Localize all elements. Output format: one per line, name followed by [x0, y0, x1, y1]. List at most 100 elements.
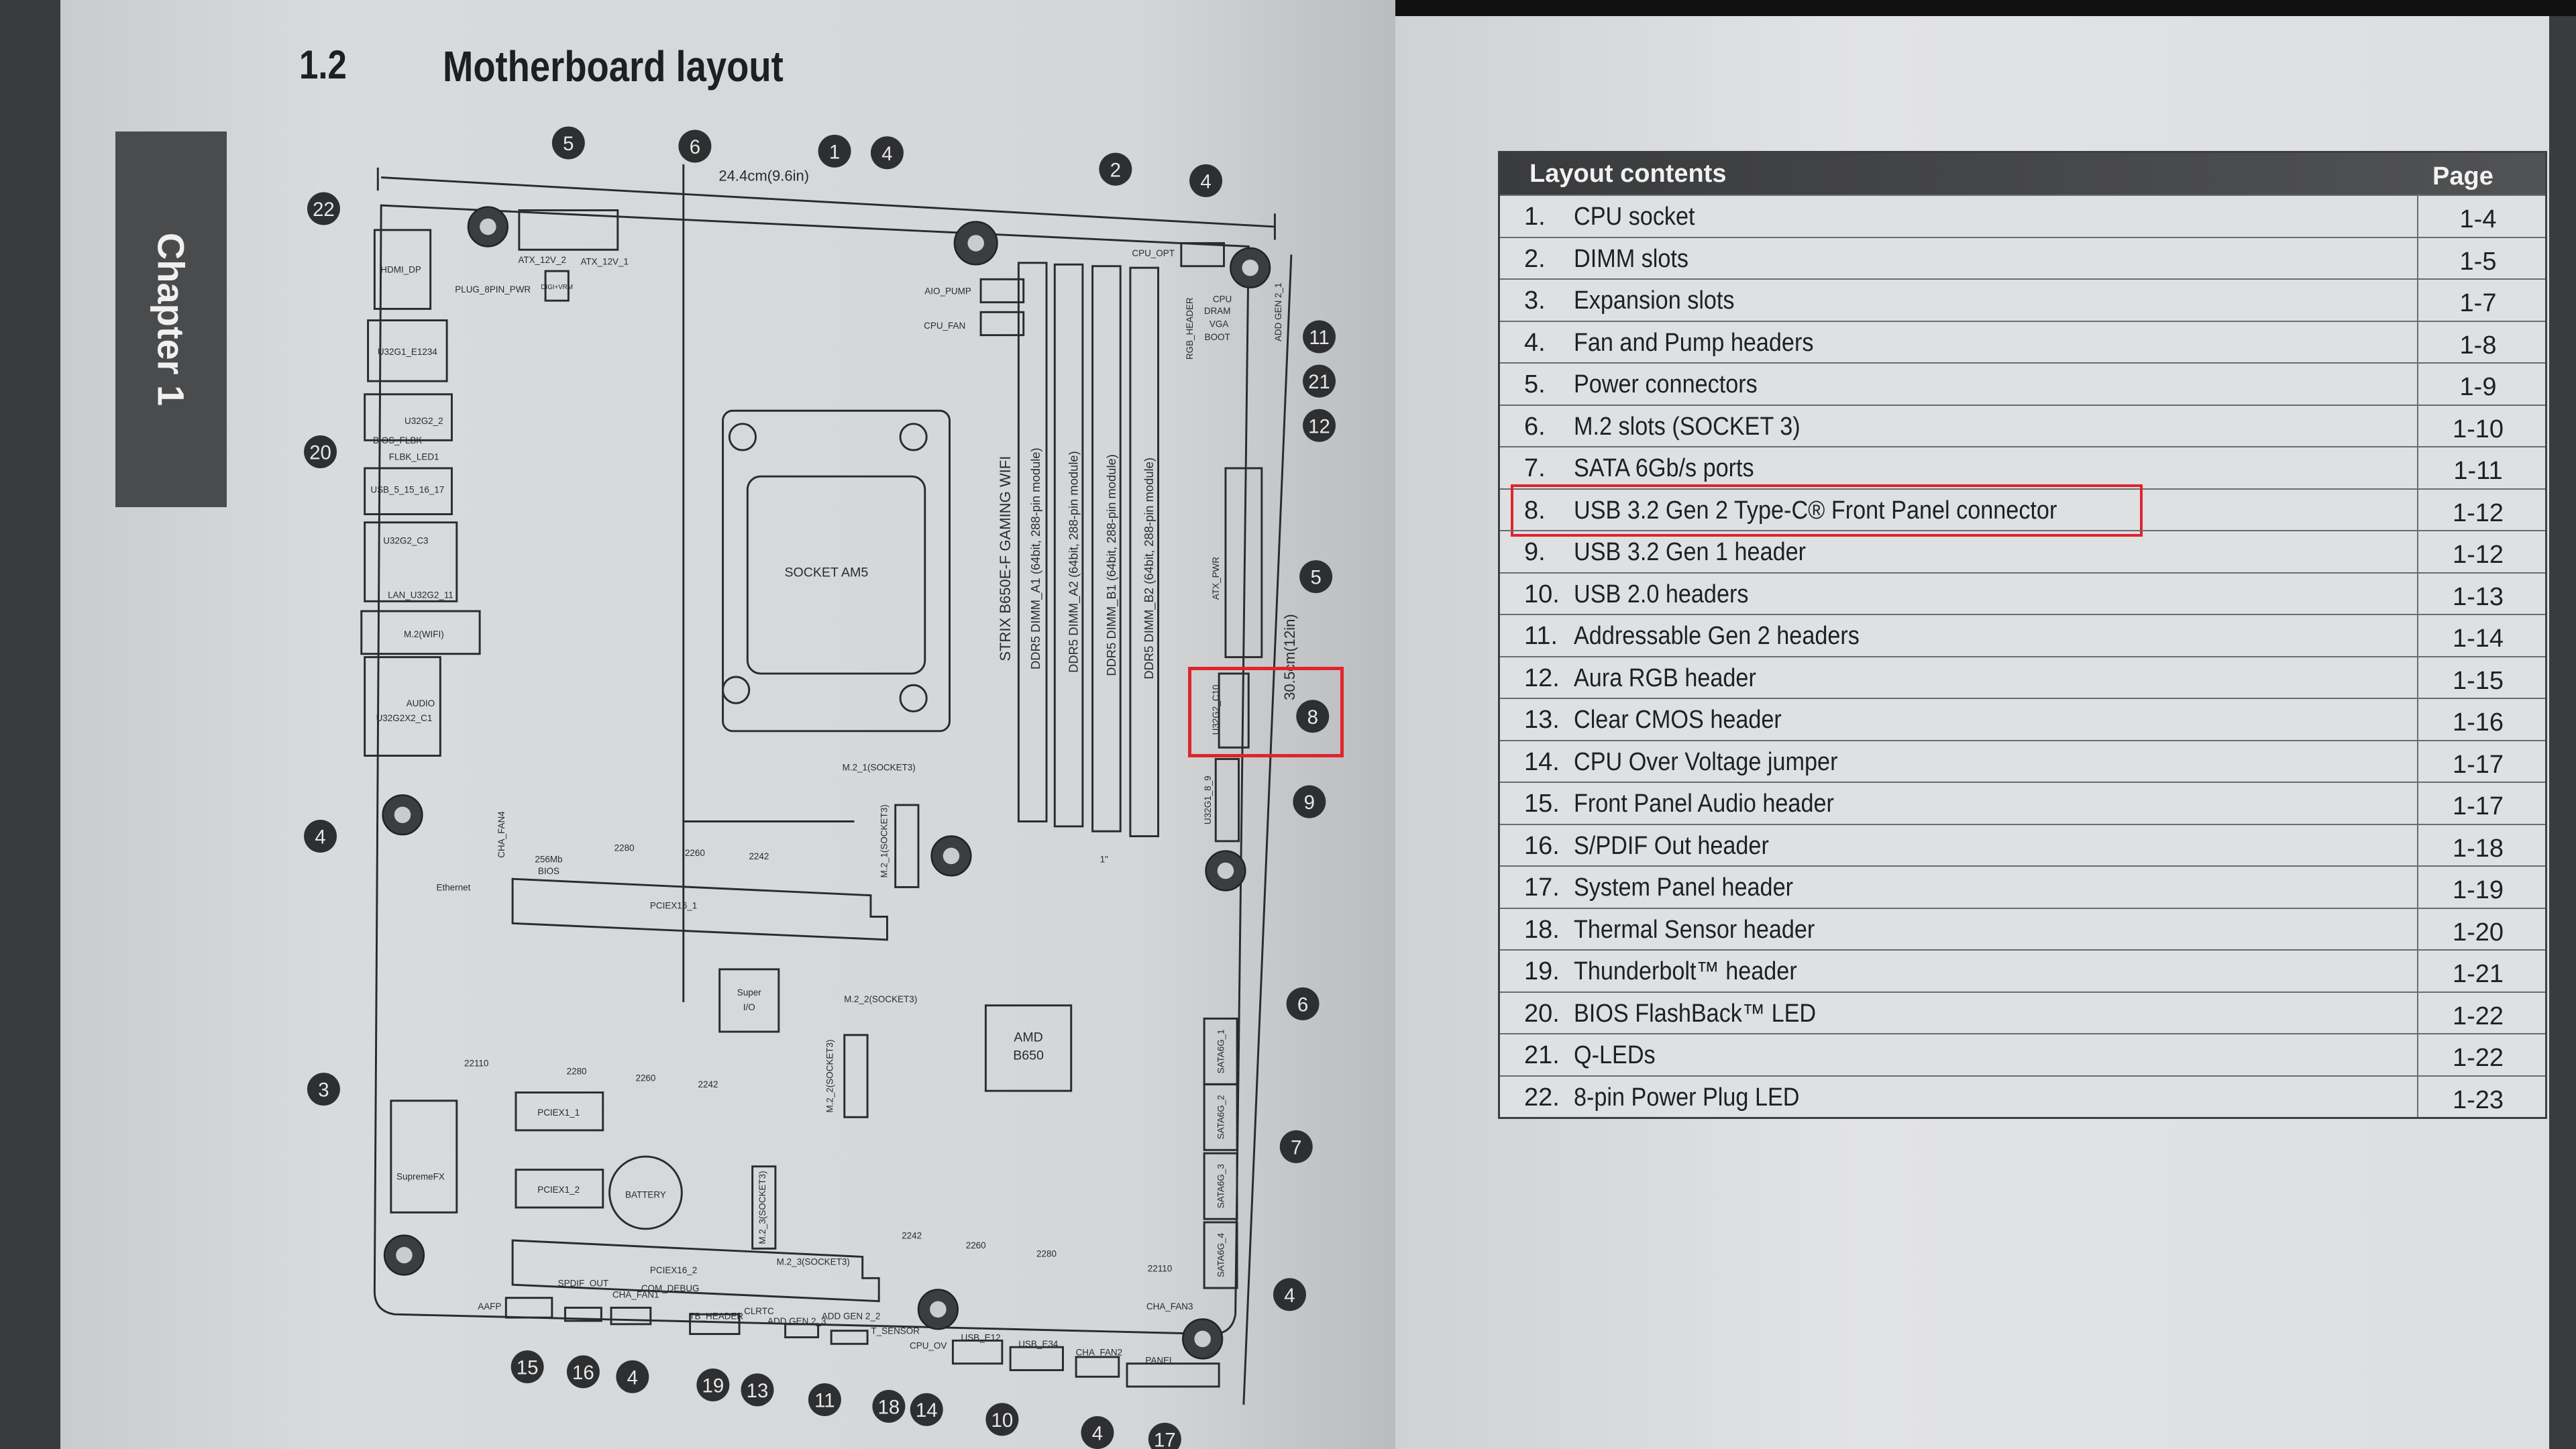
row-number: 17. [1524, 873, 1560, 902]
board-component-label: HDMI_DP [380, 265, 421, 275]
row-page: 1-7 [2417, 280, 2538, 321]
row-label: DIMM slots [1574, 244, 1688, 273]
board-component-label: DDR5 DIMM_A1 (64bit, 288-pin module) [1028, 447, 1043, 669]
row-page: 1-20 [2417, 908, 2538, 949]
board-component-label: CHA_FAN4 [496, 811, 506, 858]
callout-circle [870, 136, 904, 170]
callout-circle [808, 1383, 841, 1417]
row-number: 12. [1524, 663, 1560, 692]
row-number: 2. [1524, 244, 1546, 273]
callout-marker: 6 [678, 129, 712, 163]
row-number: 22. [1524, 1083, 1560, 1112]
callout-marker: 4 [616, 1360, 649, 1393]
callout-number: 14 [916, 1399, 938, 1421]
board-component-label: STRIX B650E-F GAMING WIFI [997, 456, 1014, 661]
board-component-label: FLBK_LED1 [389, 452, 439, 462]
row-number: 4. [1524, 328, 1546, 357]
row-number: 14. [1524, 747, 1560, 776]
callout-number: 19 [702, 1375, 724, 1397]
board-component-label: M.2(WIFI) [404, 629, 444, 639]
board-component-label: SATA6G_2 [1216, 1095, 1226, 1139]
section-number: 1.2 [299, 42, 347, 87]
callout-circle [1296, 700, 1330, 733]
row-page: 1-5 [2417, 237, 2538, 278]
callout-marker: 4 [1081, 1416, 1114, 1449]
board-component-label: ADD GEN 2_2 [822, 1311, 880, 1322]
row-page: 1-22 [2417, 1034, 2538, 1075]
callout-circle [616, 1360, 649, 1393]
board-component-label: I/O [743, 1002, 755, 1012]
callout-circle [1286, 987, 1320, 1020]
callout-circle [304, 820, 337, 853]
board-component-label: PCIEX1_1 [537, 1108, 580, 1118]
row-number: 5. [1524, 370, 1546, 398]
callout-number: 5 [563, 133, 574, 155]
row-page: 1-17 [2417, 783, 2538, 824]
row-label: Fan and Pump headers [1574, 328, 1814, 357]
board-component-label: M.2_3(SOCKET3) [777, 1257, 850, 1267]
row-number: 19. [1524, 957, 1560, 985]
board-component-label: ATX_PWR [1211, 557, 1221, 600]
board-component-label: DDR5 DIMM_B2 (64bit, 288-pin module) [1142, 458, 1157, 680]
row-number: 7. [1524, 454, 1546, 482]
callout-marker: 9 [1293, 785, 1326, 818]
board-component-label: U32G2_2 [405, 416, 443, 426]
row-number: 8. [1524, 496, 1546, 525]
callout-circle [818, 134, 851, 168]
board-component-label: DDR5 DIMM_A2 (64bit, 288-pin module) [1067, 451, 1081, 673]
board-component-label: TB_HEADER [689, 1311, 743, 1322]
board-component-label: AMD [1014, 1030, 1043, 1045]
callout-number: 22 [313, 199, 335, 221]
row-number: 6. [1524, 412, 1546, 441]
board-component-label: USB_E34 [1018, 1339, 1059, 1349]
callout-marker: 4 [1273, 1278, 1306, 1311]
callout-marker: 15 [511, 1350, 544, 1384]
row-label: System Panel header [1574, 873, 1793, 902]
callout-number: 4 [1092, 1423, 1103, 1445]
row-page: 1-15 [2417, 657, 2538, 698]
callout-circle [307, 192, 340, 225]
row-label: 8-pin Power Plug LED [1574, 1083, 1800, 1112]
row-page: 1-21 [2417, 951, 2538, 991]
row-number: 9. [1524, 538, 1546, 566]
row-number: 10. [1524, 580, 1560, 608]
board-component-label: COM_DEBUG [641, 1283, 700, 1293]
callout-circle [1293, 785, 1326, 818]
row-number: 18. [1524, 915, 1560, 944]
callout-number: 8 [1307, 706, 1318, 729]
board-component-label: RGB_HEADER [1185, 297, 1195, 360]
row-label: CPU Over Voltage jumper [1574, 747, 1838, 776]
callout-marker: 4 [304, 820, 337, 853]
board-component-label: AUDIO [407, 698, 435, 708]
row-number: 21. [1524, 1041, 1560, 1069]
callout-number: 4 [315, 826, 325, 849]
callout-circle [1303, 320, 1336, 354]
callout-marker: 16 [566, 1355, 600, 1389]
board-component-label: M.2_3(SOCKET3) [757, 1171, 767, 1244]
callout-marker: 14 [910, 1393, 943, 1426]
board-component-label: CPU_OPT [1132, 248, 1175, 258]
row-page: 1-11 [2417, 447, 2538, 488]
board-component-label: 2280 [567, 1067, 587, 1077]
board-component-label: M.2_1(SOCKET3) [879, 804, 889, 877]
row-label: Addressable Gen 2 headers [1574, 622, 1860, 650]
row-number: 16. [1524, 831, 1560, 860]
board-component-label: U32G1_8_9 [1203, 775, 1213, 824]
callout-number: 11 [814, 1390, 835, 1412]
callout-marker: 19 [696, 1368, 730, 1401]
callout-number: 16 [572, 1362, 594, 1384]
callout-marker: 3 [307, 1073, 340, 1106]
board-component-label: CPU [1213, 294, 1232, 305]
row-number: 20. [1524, 999, 1560, 1028]
row-page: 1-13 [2417, 573, 2538, 614]
callout-number: 13 [747, 1380, 769, 1402]
table-row: 8.USB 3.2 Gen 2 Type-C® Front Panel conn… [1500, 484, 2545, 537]
callout-circle [1148, 1422, 1181, 1449]
row-page: 1-22 [2417, 992, 2538, 1033]
background-edge [1395, 0, 2576, 16]
callout-circle [511, 1350, 544, 1384]
